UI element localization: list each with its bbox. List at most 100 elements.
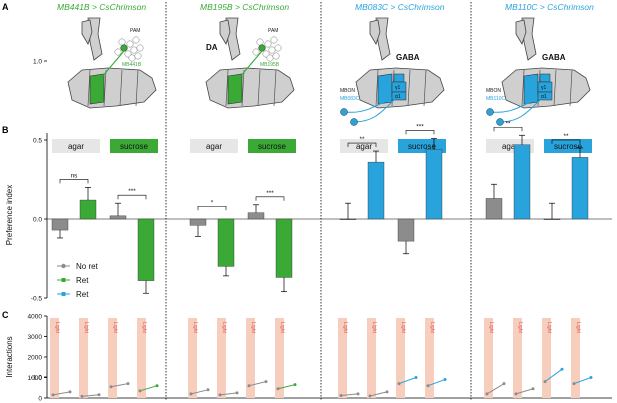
interaction-point-on xyxy=(589,376,593,379)
interactions-ylabel: Interactions xyxy=(5,336,14,377)
light-band xyxy=(217,318,226,398)
sig-label-sucrose: ** xyxy=(563,133,569,140)
bar-sucrose-ret xyxy=(571,157,589,220)
interaction-point-on xyxy=(443,378,447,382)
light-band xyxy=(425,318,434,398)
light-band xyxy=(50,318,59,398)
pam-cell xyxy=(266,54,274,62)
condition-label-agar: agar xyxy=(206,142,222,151)
light-label: Light xyxy=(488,322,494,333)
mbon-compartment-bottom xyxy=(391,91,407,101)
interaction-point-off xyxy=(80,394,84,398)
brain-compartment-divider xyxy=(375,69,379,107)
brain-compartment-divider xyxy=(257,69,261,107)
light-band xyxy=(542,318,551,398)
light-label: Light xyxy=(575,322,581,333)
sig-label-agar: ** xyxy=(359,136,365,143)
cell-label: MB083C xyxy=(340,96,360,102)
pam-cell xyxy=(264,40,272,48)
interaction-point-on xyxy=(531,387,535,391)
interaction-point-off xyxy=(51,393,55,397)
interaction-point-on xyxy=(356,392,360,396)
neuron-projection xyxy=(237,50,263,81)
interaction-point-off xyxy=(109,385,113,389)
mbon-axon-2 xyxy=(499,99,541,123)
panel-letter-c: C xyxy=(2,310,9,320)
condition-label-sucrose: sucrose xyxy=(120,142,149,151)
interaction-point-on xyxy=(206,388,210,392)
interaction-line xyxy=(190,389,209,395)
interaction-point-on xyxy=(502,382,506,386)
sig-bracket-sucrose xyxy=(117,194,147,200)
bar-sucrose-ret xyxy=(275,218,293,278)
mbon-cell-2 xyxy=(496,118,504,126)
interaction-line xyxy=(52,391,71,396)
light-band xyxy=(513,318,522,398)
sig-bracket-sucrose xyxy=(551,139,581,144)
interaction-line xyxy=(340,393,359,397)
group-title-1: MB441B > CsChrimson xyxy=(57,2,146,12)
sig-bracket-sucrose xyxy=(405,130,435,135)
interaction-point-off xyxy=(339,394,343,398)
bar-sucrose-ret xyxy=(137,218,155,281)
interaction-point-off xyxy=(485,392,489,396)
pam-cell xyxy=(136,44,144,52)
interaction-line xyxy=(139,385,158,392)
pam-label: PAM xyxy=(268,28,278,34)
bar-agar-noret xyxy=(485,198,503,220)
brain-highlight-compartment xyxy=(227,73,243,105)
brain-diagrams: PAMMB441BPAMMB195BDAGABAγ1α1MBONMB083CGA… xyxy=(67,17,591,126)
interaction-point-on xyxy=(97,393,101,397)
group-title-4: MB110C > CsChrimson xyxy=(505,2,594,12)
interaction-line xyxy=(486,383,505,395)
brain-compartment-divider xyxy=(241,69,245,107)
pam-cell xyxy=(274,44,282,52)
interactions-ytick-label: 4000 xyxy=(28,313,43,320)
mbon-compartment-top xyxy=(393,73,405,83)
brain-compartment-divider xyxy=(423,69,427,107)
brain-compartment-divider xyxy=(87,69,91,107)
interaction-line xyxy=(427,379,446,387)
compartment-gamma1: γ1 xyxy=(395,85,401,91)
light-label: Light xyxy=(371,322,377,333)
light-band xyxy=(484,318,493,398)
brain-compartment-divider xyxy=(553,69,557,107)
panel-letter-b: B xyxy=(2,125,9,135)
pam-label: PAM xyxy=(130,28,140,34)
light-band xyxy=(338,318,347,398)
bar-agar-noret xyxy=(339,218,357,221)
interaction-line xyxy=(219,392,238,396)
interaction-line xyxy=(398,377,417,385)
interaction-line xyxy=(110,383,129,388)
preference-yticks: 1.00.50.0-0.5-1.0 xyxy=(31,58,47,381)
brain-compartment-divider xyxy=(135,69,139,107)
pam-cell xyxy=(272,52,280,60)
brain-compartment-divider xyxy=(103,69,107,107)
sig-bracket-agar xyxy=(493,126,523,132)
light-label: Light xyxy=(83,322,89,333)
light-label: Light xyxy=(400,322,406,333)
brain-vertical-lobe-inner xyxy=(369,19,381,45)
bar-agar-ret xyxy=(513,144,531,220)
sig-label-agar: ** xyxy=(505,120,511,127)
interaction-point-on xyxy=(293,383,297,387)
preference-ytick-label: -0.5 xyxy=(31,295,43,302)
sig-label-agar: * xyxy=(211,199,214,206)
condition-box-sucrose xyxy=(110,139,158,153)
light-label: Light xyxy=(112,322,118,333)
sig-bracket-agar xyxy=(59,179,89,184)
legend: No ret Ret Ret xyxy=(57,262,99,299)
interaction-point-on xyxy=(414,376,418,379)
interaction-point-on xyxy=(235,391,239,395)
preference-ylabel: Preference index xyxy=(5,185,14,245)
bar-agar-ret xyxy=(217,218,235,267)
interaction-point-off xyxy=(138,389,142,393)
group-title-2: MB195B > CsChrimson xyxy=(200,2,289,12)
bar-sucrose-noret xyxy=(397,218,415,242)
light-band xyxy=(367,318,376,398)
interaction-line xyxy=(573,377,592,385)
condition-label-agar: agar xyxy=(68,142,84,151)
preference-bars: agarnssucrose***agar*sucrose***agar**suc… xyxy=(51,120,592,294)
